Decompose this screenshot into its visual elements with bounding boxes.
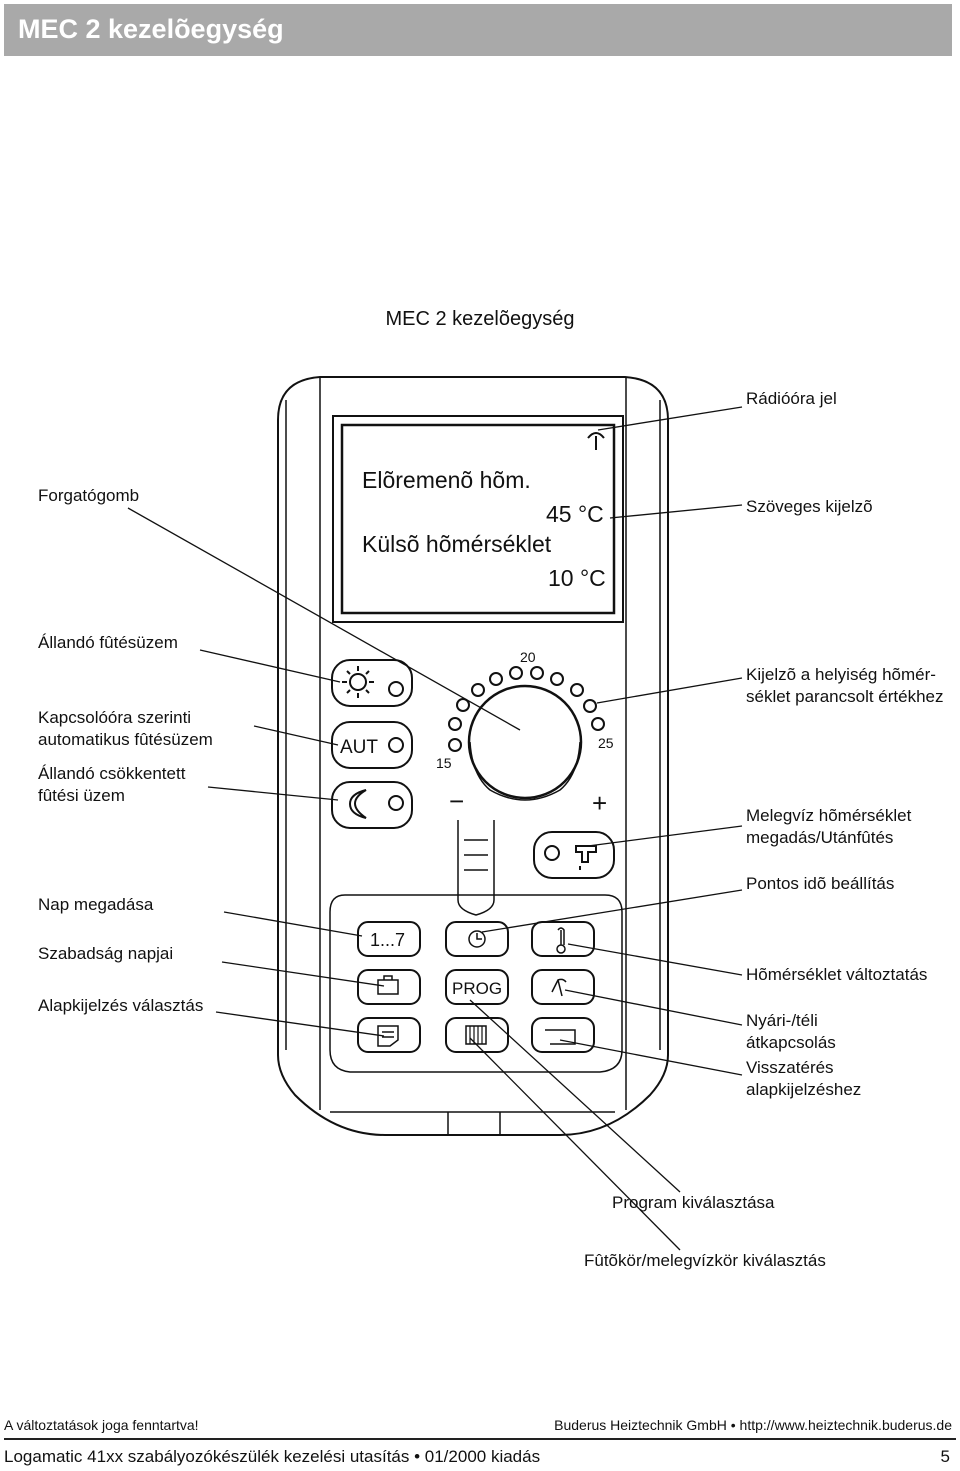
leader-lines xyxy=(127,406,743,1251)
label-reduced-line2: fûtési üzem xyxy=(38,786,125,805)
label-summer-line2: átkapcsolás xyxy=(746,1033,836,1052)
label-return-line1: Visszatérés xyxy=(746,1058,834,1077)
display-frame xyxy=(332,415,624,623)
label-constant-heating: Állandó fûtésüzem xyxy=(38,633,178,652)
list-icon xyxy=(377,1025,399,1047)
header-bar: MEC 2 kezelõegység xyxy=(4,4,952,56)
dial-indicator-leds xyxy=(448,666,605,752)
label-radio-clock: Rádióóra jel xyxy=(746,389,837,408)
footer-divider xyxy=(4,1438,956,1440)
radiator-icon xyxy=(465,1025,487,1045)
label-reduced-line1: Állandó csökkentett xyxy=(38,764,186,783)
label-dhw-line2: megadás/Utánfûtés xyxy=(746,828,894,847)
umbrella-icon xyxy=(551,978,567,997)
temperature-knob[interactable] xyxy=(467,684,583,800)
label-day-set: Nap megadása xyxy=(38,895,154,914)
reduced-mode-button[interactable] xyxy=(331,781,413,829)
return-arrow-icon xyxy=(545,1029,576,1045)
display-line1: Elõremenõ hõm. xyxy=(362,467,531,493)
label-base-display: Alapkijelzés választás xyxy=(38,996,204,1015)
label-return-line2: alapkijelzéshez xyxy=(746,1080,862,1099)
prog-key-label: PROG xyxy=(452,979,502,998)
holiday-button[interactable] xyxy=(357,969,421,1005)
temperature-button[interactable] xyxy=(531,921,595,957)
constant-heating-button[interactable] xyxy=(331,659,413,707)
lower-key-panel xyxy=(329,894,623,1073)
label-temp-change: Hõmérséklet változtatás xyxy=(746,965,928,984)
sun-icon xyxy=(342,666,374,698)
dial-min-label: 15 xyxy=(436,755,452,771)
dial-plus-label: + xyxy=(592,788,607,818)
label-auto-line1: Kapcsolóóra szerinti xyxy=(38,708,192,727)
circuit-select-button[interactable] xyxy=(445,1017,509,1053)
aut-label: AUT xyxy=(340,737,378,758)
label-circuit-select: Fûtõkör/melegvízkör kiválasztás xyxy=(584,1251,826,1270)
moon-icon xyxy=(348,789,367,819)
auto-mode-button[interactable] xyxy=(331,721,413,769)
suitcase-icon xyxy=(377,979,399,995)
thermometer-icon xyxy=(556,927,566,954)
label-holiday: Szabadság napjai xyxy=(38,944,174,963)
label-room-temp-line2: séklet parancsolt értékhez xyxy=(746,687,944,706)
footer-document: Logamatic 41xx szabályozókészülék kezelé… xyxy=(4,1447,541,1466)
summer-winter-button[interactable] xyxy=(531,969,595,1005)
label-auto-line2: automatikus fûtésüzem xyxy=(38,730,213,749)
header-title: MEC 2 kezelõegység xyxy=(18,14,284,44)
clock-button[interactable] xyxy=(445,921,509,957)
hot-water-button[interactable] xyxy=(533,831,615,879)
page-number: 5 xyxy=(940,1447,950,1466)
figure-title: MEC 2 kezelõegység xyxy=(385,308,575,330)
dial-minus-label: − xyxy=(449,786,464,816)
label-dhw-line1: Melegvíz hõmérséklet xyxy=(746,806,912,825)
day-set-button[interactable] xyxy=(357,921,421,957)
knob-grip xyxy=(469,741,581,801)
display-line4: 10 °C xyxy=(548,565,606,591)
label-knob: Forgatógomb xyxy=(38,486,140,505)
radio-clock-icon xyxy=(587,432,605,439)
display-line2: 45 °C xyxy=(546,501,604,527)
footer-note: A változtatások joga fenntartva! xyxy=(4,1417,199,1433)
clock-icon xyxy=(468,930,486,948)
day-key-label: 1...7 xyxy=(370,930,405,950)
label-summer-line1: Nyári-/téli xyxy=(746,1011,818,1030)
device-housing xyxy=(277,376,669,1136)
label-room-temp-line1: Kijelzõ a helyiség hõmér- xyxy=(746,665,936,684)
footer-company: Buderus Heiztechnik GmbH • http://www.he… xyxy=(554,1417,952,1433)
prog-button[interactable] xyxy=(445,969,509,1005)
label-program-select: Program kiválasztása xyxy=(612,1193,775,1212)
dial-mid-label: 20 xyxy=(520,649,536,665)
tap-icon xyxy=(575,845,597,870)
dial-max-label: 25 xyxy=(598,735,614,751)
label-time-set: Pontos idõ beállítás xyxy=(746,874,895,893)
label-text-display: Szöveges kijelzõ xyxy=(746,497,873,516)
base-display-button[interactable] xyxy=(357,1017,421,1053)
display-line3: Külsõ hõmérséklet xyxy=(362,531,552,557)
return-button[interactable] xyxy=(531,1017,595,1053)
text-display xyxy=(340,423,616,615)
